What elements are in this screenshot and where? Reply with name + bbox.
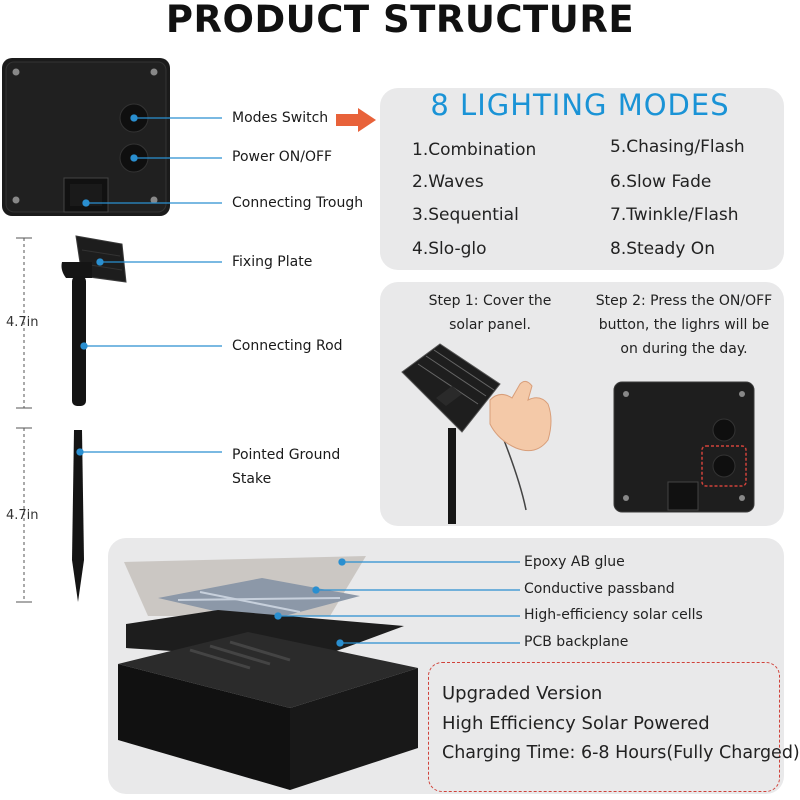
mode-item: 3.Sequential: [412, 205, 519, 225]
stake-label-line2: Stake: [232, 471, 272, 487]
mode-item: 4.Slo-glo: [412, 239, 487, 259]
mode-item: 8.Steady On: [610, 239, 715, 259]
step2-text: Step 2: Press the ON/OFF button, the lig…: [594, 289, 774, 361]
mode-item: 5.Chasing/Flash: [610, 137, 745, 157]
step2-line1: Step 2: Press the ON/OFF: [595, 293, 773, 309]
info-line3: Charging Time: 6-8 Hours(Fully Charged): [442, 743, 800, 763]
fixing-plate-label: Fixing Plate: [232, 254, 313, 270]
epoxy-label: Epoxy AB glue: [524, 554, 625, 570]
mode-item: 6.Slow Fade: [610, 172, 712, 192]
page-title: PRODUCT STRUCTURE: [165, 0, 635, 41]
trough-label: Connecting Trough: [232, 195, 364, 211]
modes-panel: [380, 88, 784, 270]
modes-heading: 8 LIGHTING MODES: [430, 88, 730, 122]
exploded-layers: [118, 556, 418, 790]
passband-label: Conductive passband: [524, 581, 675, 597]
modes-switch-label: Modes Switch: [232, 110, 329, 126]
pcb-label: PCB backplane: [524, 634, 629, 650]
step1-text: Step 1: Cover the solar panel.: [410, 289, 570, 337]
cells-label: High-efficiency solar cells: [524, 607, 703, 623]
step1-line2: solar panel.: [449, 317, 531, 333]
controller-box: [2, 58, 170, 216]
mode-item: 2.Waves: [412, 172, 484, 192]
info-line1: Upgraded Version: [442, 683, 603, 704]
stake-dimension: 4.7in: [6, 508, 39, 523]
power-label: Power ON/OFF: [232, 149, 333, 165]
ground-stake: [72, 430, 84, 602]
step2-line3: on during the day.: [620, 341, 748, 357]
arrow-right: [336, 108, 376, 132]
rod-dimension: 4.7in: [6, 315, 39, 330]
stake-label-line1: Pointed Ground: [232, 447, 341, 463]
step1-illustration: [401, 343, 552, 524]
connecting-rod-label: Connecting Rod: [232, 338, 343, 354]
upgrade-info-box: [428, 662, 780, 792]
step1-line1: Step 1: Cover the: [428, 293, 552, 309]
mode-item: 7.Twinkle/Flash: [610, 205, 739, 225]
step2-illustration: [613, 381, 755, 513]
mode-item: 1.Combination: [412, 140, 537, 160]
step2-line2: button, the lighrs will be: [598, 317, 770, 333]
info-line2: High Efficiency Solar Powered: [442, 713, 710, 734]
